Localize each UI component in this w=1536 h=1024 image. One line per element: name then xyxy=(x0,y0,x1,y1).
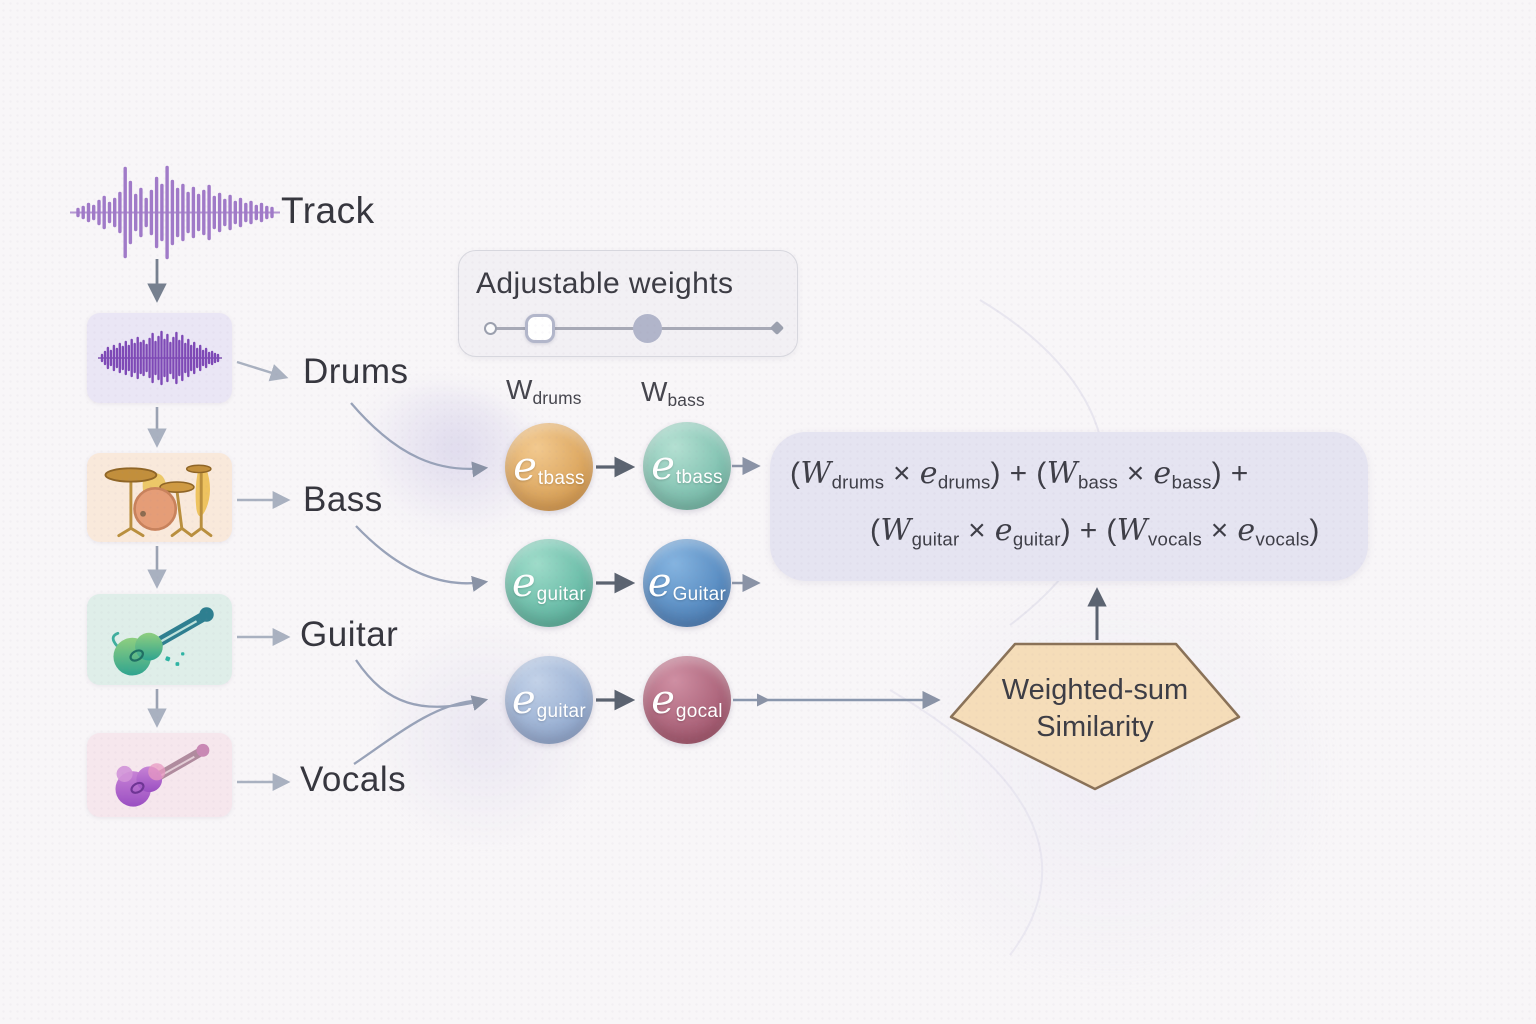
track-label: Track xyxy=(281,190,375,231)
slider-handle-bass[interactable] xyxy=(633,314,662,343)
weights-panel-title: Adjustable weights xyxy=(476,267,734,300)
weight-label-bass: Wbass xyxy=(641,376,705,411)
mid-arrowhead-icon xyxy=(757,693,770,707)
slider-handle-drums[interactable] xyxy=(525,314,555,343)
purple-guitar-icon xyxy=(114,743,209,807)
drum-kit-icon xyxy=(104,464,212,537)
guitar-icon xyxy=(111,606,214,675)
slider-track xyxy=(484,327,777,330)
curve-bass-to-embedding xyxy=(355,525,489,592)
curve-drums-to-embedding xyxy=(350,402,489,478)
similarity-label: Weighted-sum Similarity xyxy=(1001,674,1189,743)
formula-line-2: (Wguitar × eguitar) + (Wvocals × evocals… xyxy=(870,513,1320,550)
adjustable-weights-panel: Adjustable weights xyxy=(458,250,798,357)
track-waveform-icon xyxy=(70,165,280,260)
weighted-sum-formula-box: (Wdrums × edrums) + (Wbass × ebass) + (W… xyxy=(770,432,1368,581)
stem-label-guitar: Guitar xyxy=(300,615,399,654)
formula-line-1: (Wdrums × edrums) + (Wbass × ebass) + xyxy=(790,456,1249,493)
pentagon-shape xyxy=(949,642,1241,791)
curve-vocals-to-embedding xyxy=(353,699,473,765)
weighted-sum-similarity-node: Weighted-sum Similarity xyxy=(945,638,1245,796)
slider-endpoint-left-icon xyxy=(484,322,497,335)
slider-endpoint-right-icon xyxy=(769,320,785,336)
stem-label-drums: Drums xyxy=(303,352,409,391)
weight-label-drums: Wdrums xyxy=(506,374,582,409)
stem-waveform-icon xyxy=(97,330,222,386)
stem-box-drumkit xyxy=(87,453,232,542)
arrow-to-drums-label xyxy=(236,360,289,382)
curve-guitar-to-embedding xyxy=(355,659,489,711)
stem-box-vocals-guitar xyxy=(87,733,232,817)
stem-box-waveform xyxy=(87,313,232,403)
stem-label-vocals: Vocals xyxy=(300,760,407,799)
stem-label-bass: Bass xyxy=(303,480,383,519)
stem-box-guitar xyxy=(87,594,232,685)
